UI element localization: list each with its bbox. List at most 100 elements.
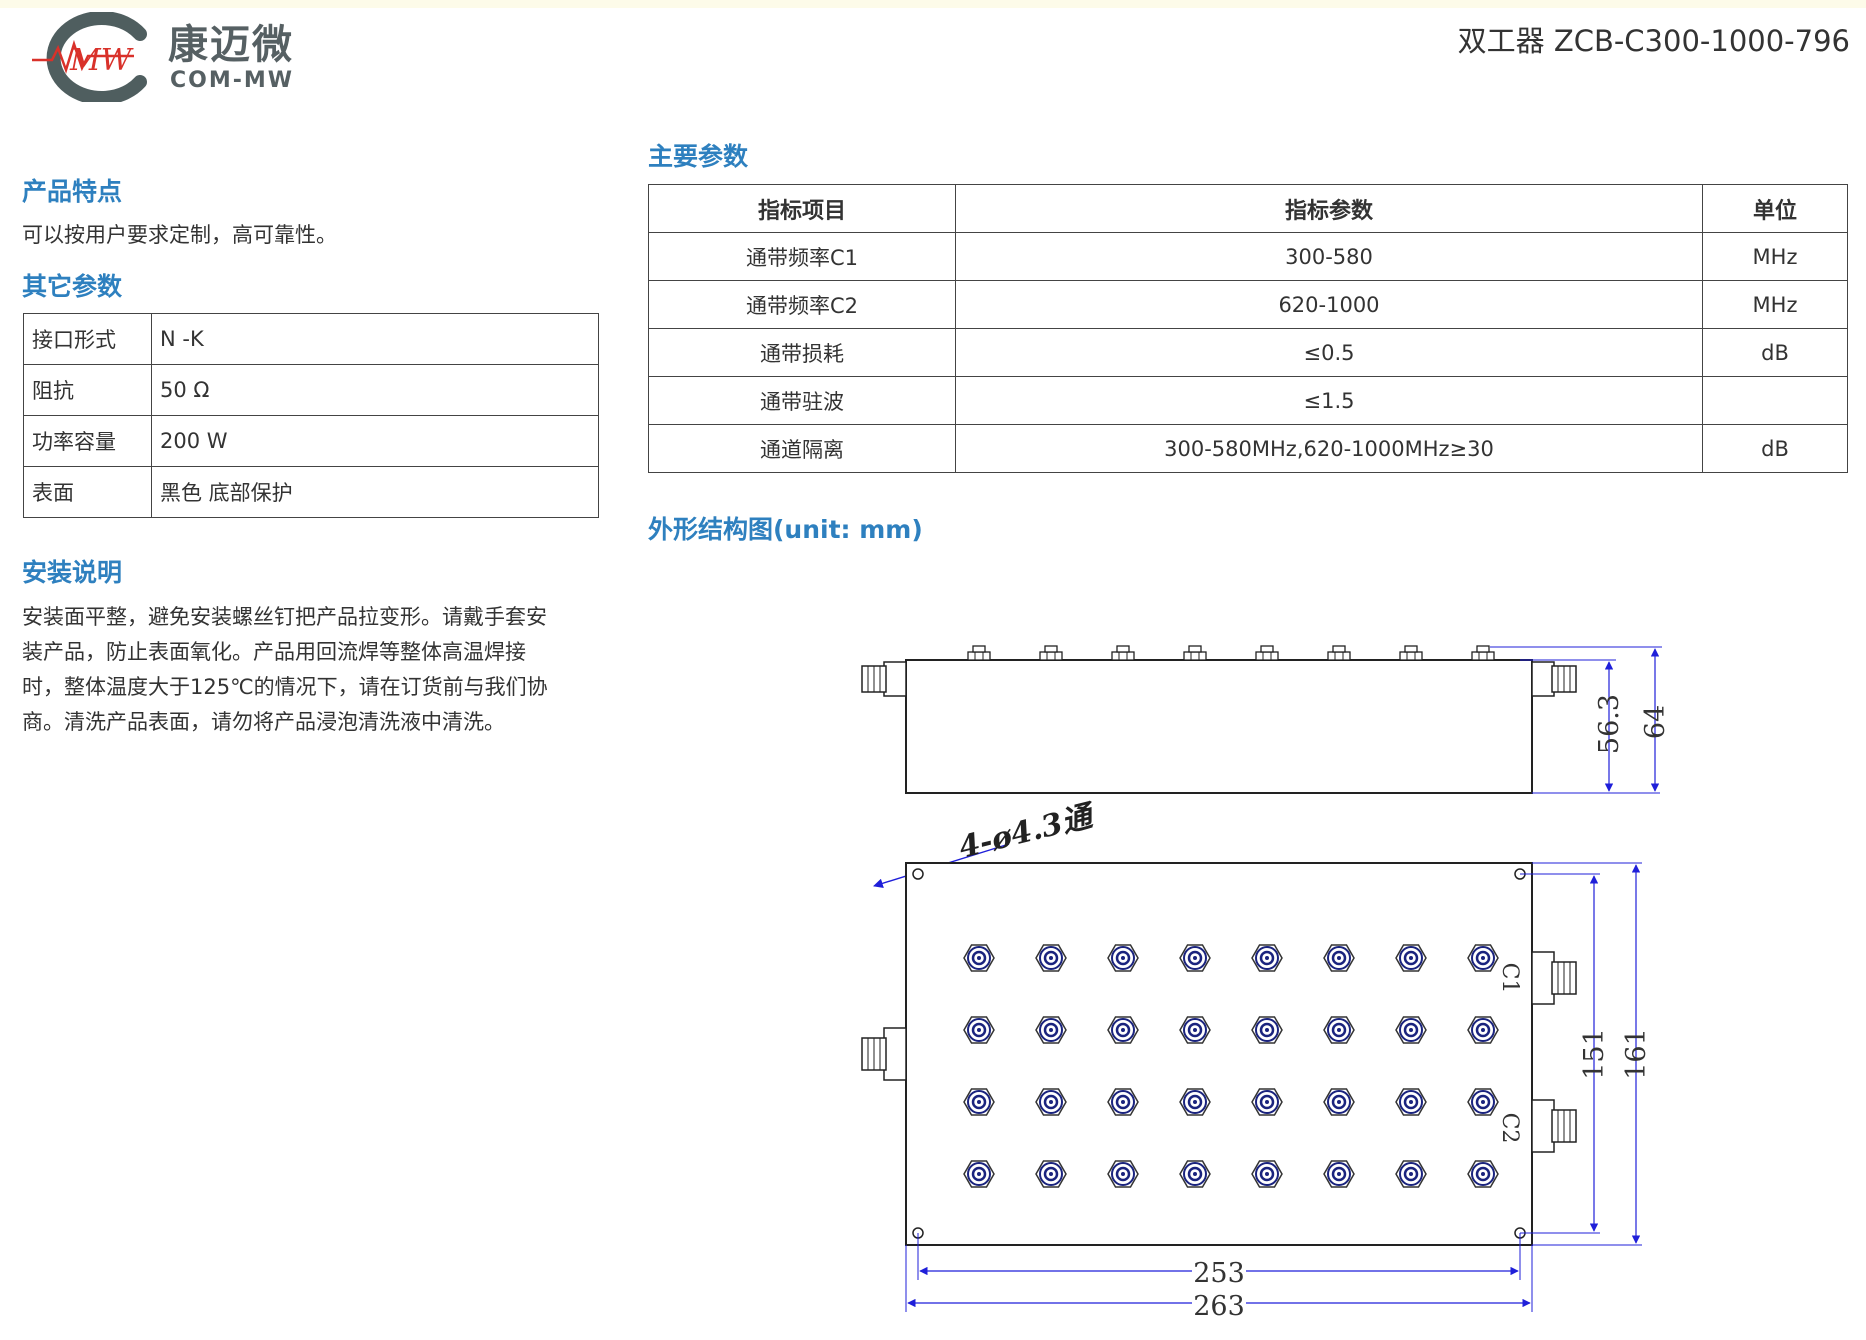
spec-item: 通带频率C1 (648, 232, 956, 281)
features-text: 可以按用户要求定制，高可靠性。 (22, 223, 337, 247)
logo-wave (32, 39, 134, 74)
features-title: 产品特点 (22, 177, 123, 206)
tuning-screw (963, 1016, 995, 1044)
port-connector-c2 (1531, 1099, 1577, 1153)
tuning-nut-side (1183, 645, 1207, 661)
dim-height-outer-label: 64 (1640, 705, 1671, 739)
side-connector-left (861, 661, 907, 697)
mount-hole (912, 868, 924, 880)
tuning-screw (1107, 1088, 1139, 1116)
dim-width-outer-label: 263 (1193, 1291, 1245, 1322)
company-logo: MW (32, 12, 147, 102)
side-connector-right (1531, 661, 1577, 697)
tuning-nut-side (1039, 645, 1063, 661)
hole-note-label: 4-ø4.3通 (955, 798, 1100, 866)
table-row: 通带驻波≤1.5 (648, 376, 1848, 425)
tuning-nut-side (1255, 645, 1279, 661)
tuning-screw (1179, 1160, 1211, 1188)
port-connector-input (861, 1027, 907, 1081)
tuning-screw (1179, 1016, 1211, 1044)
header-unit: 单位 (1702, 184, 1848, 233)
dim-height-inner-label: 56.3 (1594, 694, 1625, 754)
top-strip (0, 0, 1866, 8)
tuning-nut-side (1111, 645, 1135, 661)
table-row: 表面黑色 底部保护 (23, 466, 599, 518)
install-line: 安装面平整，避免安装螺丝钉把产品拉变形。请戴手套安 (22, 605, 547, 629)
tuning-screw (1179, 1088, 1211, 1116)
spec-item: 通带驻波 (648, 376, 956, 425)
port-connector-c1 (1531, 951, 1577, 1005)
tuning-screw (1323, 1016, 1355, 1044)
spec-unit: dB (1702, 424, 1848, 473)
tuning-nut-side (1471, 645, 1495, 661)
tuning-screw (1323, 944, 1355, 972)
port-c1-label: C1 (1497, 963, 1522, 994)
document-title: 双工器 ZCB-C300-1000-796 (1457, 24, 1850, 58)
spec-value: 300-580 (955, 232, 1703, 281)
tuning-screw (1395, 1016, 1427, 1044)
tuning-nut-side (1327, 645, 1351, 661)
spec-value: 300-580MHz,620-1000MHz≥30 (955, 424, 1703, 473)
param-value: N -K (151, 313, 599, 365)
spec-item: 通带频率C2 (648, 280, 956, 329)
param-value: 200 W (151, 415, 599, 467)
tuning-nut-side (967, 645, 991, 661)
main-params-title: 主要参数 (648, 142, 749, 171)
install-line: 时，整体温度大于125℃的情况下，请在订货前与我们协 (22, 675, 548, 699)
spec-value: ≤1.5 (955, 376, 1703, 425)
tuning-screw (1251, 944, 1283, 972)
drawing-title: 外形结构图(unit: mm) (648, 515, 923, 544)
param-value: 黑色 底部保护 (151, 466, 599, 518)
install-text: 安装面平整，避免安装螺丝钉把产品拉变形。请戴手套安 装产品，防止表面氧化。产品用… (22, 600, 548, 740)
tuning-screw (963, 1088, 995, 1116)
tuning-screw (1251, 1088, 1283, 1116)
spec-item: 通道隔离 (648, 424, 956, 473)
side-body (905, 659, 1533, 794)
tuning-screw (1107, 1160, 1139, 1188)
tuning-nut-side (1399, 645, 1423, 661)
tuning-screw (963, 1160, 995, 1188)
table-header-row: 指标项目 指标参数 单位 (648, 184, 1848, 233)
top-view: C1 C2 151 161 253 263 (861, 862, 1652, 1322)
other-params-title: 其它参数 (22, 272, 123, 301)
param-label: 功率容量 (23, 415, 152, 467)
header-item: 指标项目 (648, 184, 956, 233)
install-title: 安装说明 (22, 558, 123, 587)
tuning-screw (1251, 1160, 1283, 1188)
tuning-screw (1179, 944, 1211, 972)
tuning-screw (1035, 1016, 1067, 1044)
tuning-screw (1395, 1088, 1427, 1116)
logo-mark: MW (69, 43, 134, 78)
param-label: 接口形式 (23, 313, 152, 365)
brand-name-cn: 康迈微 (168, 22, 294, 68)
param-value: 50 Ω (151, 364, 599, 416)
spec-unit: dB (1702, 328, 1848, 377)
tuning-screw (1107, 944, 1139, 972)
tuning-screw (1035, 1088, 1067, 1116)
tuning-screw (1323, 1160, 1355, 1188)
tuning-screw (1395, 1160, 1427, 1188)
tuning-screw (963, 944, 995, 972)
install-line: 商。清洗产品表面，请勿将产品浸泡清洗液中清洗。 (22, 710, 505, 734)
param-label: 表面 (23, 466, 152, 518)
tuning-screw (1467, 1160, 1499, 1188)
tuning-screw (1467, 944, 1499, 972)
top-body (905, 862, 1533, 1246)
dim-depth-inner-label: 151 (1579, 1028, 1610, 1080)
tuning-screw (1467, 1016, 1499, 1044)
brand-name-en: COM-MW (170, 68, 295, 93)
dim-width-inner-label: 253 (1193, 1258, 1245, 1289)
tuning-screw (1035, 1160, 1067, 1188)
side-view: 56.3 64 (861, 645, 1671, 794)
tuning-screw (1395, 944, 1427, 972)
port-c2-label: C2 (1497, 1113, 1522, 1144)
tuning-screw (1323, 1088, 1355, 1116)
install-line: 装产品，防止表面氧化。产品用回流焊等整体高温焊接 (22, 640, 526, 664)
